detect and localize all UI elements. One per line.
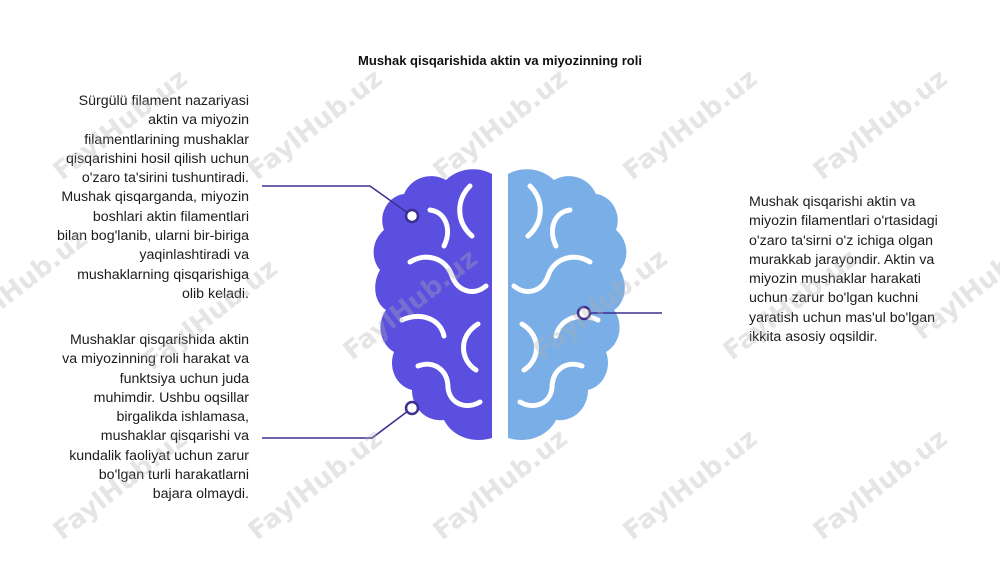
text-block-right: Mushak qisqarishi aktin va miyozin filam… <box>749 194 938 346</box>
brain-right-hemisphere <box>508 169 627 440</box>
brain-folds-right <box>511 183 601 408</box>
connector-left-top <box>262 185 413 217</box>
connector-dot-right <box>576 305 592 321</box>
text-block-left-top: Sürgülü filament nazariyasi aktin va miy… <box>57 93 249 302</box>
connector-dot-left-bottom <box>404 400 420 416</box>
text-block-left-bottom: Mushaklar qisqarishida aktin va miyozinn… <box>62 332 249 503</box>
brain-folds-left <box>399 183 489 408</box>
brain-left-hemisphere <box>373 169 492 440</box>
connector-dot-left-top <box>404 208 420 224</box>
page-title: Mushak qisqarishida aktin va miyozinning… <box>358 53 642 68</box>
connector-left-bottom <box>262 407 413 439</box>
